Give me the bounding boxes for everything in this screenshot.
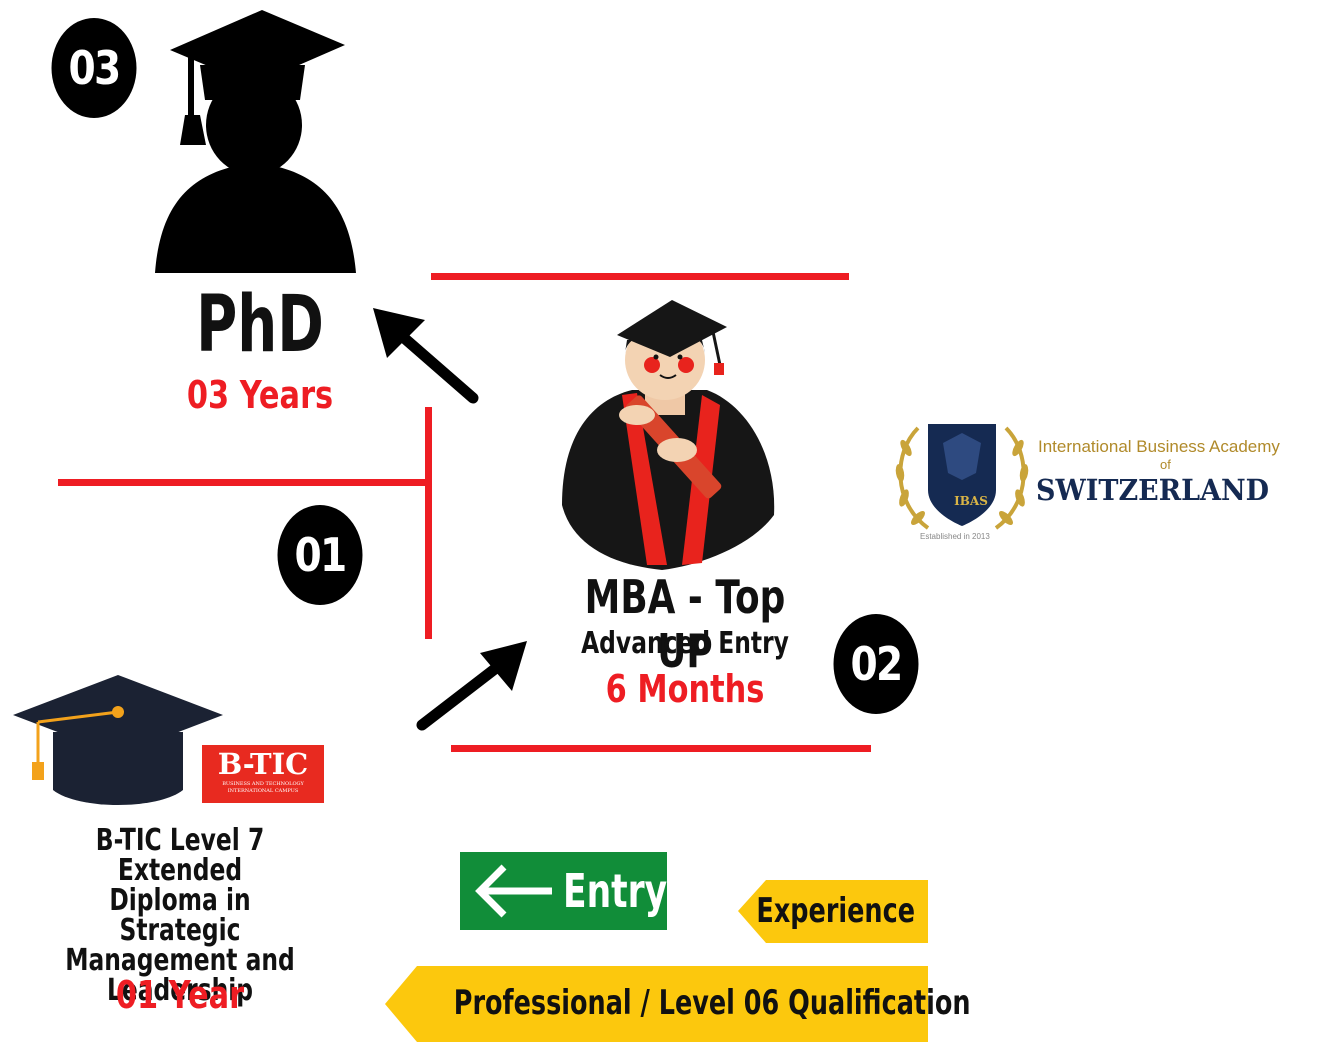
- btic-logo-subtitle: BUSINESS AND TECHNOLOGY INTERNATIONAL CA…: [202, 781, 324, 795]
- btic-title-line: Leadership: [106, 973, 254, 1008]
- ibas-badge-text: IBAS: [954, 494, 988, 508]
- step-badge-03: 03: [51, 18, 137, 118]
- divider-vertical: [425, 407, 432, 639]
- btic-logo-sub-line: BUSINESS AND TECHNOLOGY: [222, 781, 304, 787]
- btic-title-line: B-TIC Level 7 Extended: [95, 823, 265, 888]
- mba-duration: 6 Months: [605, 667, 765, 711]
- ibas-established: Established in 2013: [920, 532, 990, 541]
- btic-title-line: Diploma in Strategic: [109, 883, 251, 948]
- graduate-cartoon-icon: [562, 300, 775, 570]
- btic-title-line: Management and: [65, 943, 295, 978]
- divider-bottom: [451, 745, 871, 752]
- divider-left: [58, 479, 430, 486]
- mba-title: MBA - Top UP: [584, 570, 786, 678]
- btic-title: B-TIC Level 7 Extended Diploma in Strate…: [47, 826, 312, 1006]
- mba-subtitle: Advanced Entry: [581, 626, 789, 661]
- btic-logo: [202, 745, 324, 803]
- btic-duration: 01 Year: [115, 973, 245, 1017]
- phd-duration: 03 Years: [186, 373, 334, 417]
- professional-tag: [385, 966, 928, 1042]
- btic-logo-text: B-TIC: [217, 747, 309, 781]
- professional-label: Professional / Level 06 Qualification: [453, 983, 971, 1023]
- mortarboard-icon: [13, 675, 223, 805]
- left-arrow-icon: [475, 864, 552, 918]
- step-badge-02: 02: [833, 614, 919, 714]
- step-badge-01: 01: [277, 505, 363, 605]
- graduate-silhouette-icon: [155, 10, 356, 273]
- btic-logo-sub-line: INTERNATIONAL CAMPUS: [227, 788, 299, 794]
- ibas-country: SWITZERLAND: [1036, 473, 1270, 507]
- laurel-wreath-icon: [895, 424, 1029, 530]
- experience-label: Experience: [756, 891, 915, 931]
- divider-top: [431, 273, 849, 280]
- experience-tag: [738, 880, 928, 943]
- phd-title: PhD: [196, 280, 324, 370]
- ibas-of: of: [1160, 457, 1171, 472]
- entry-label: Entry: [563, 864, 668, 918]
- diagonal-arrow-icon: [416, 641, 527, 731]
- ibas-name: International Business Academy: [1038, 437, 1280, 456]
- diagonal-arrow-icon: [373, 308, 479, 404]
